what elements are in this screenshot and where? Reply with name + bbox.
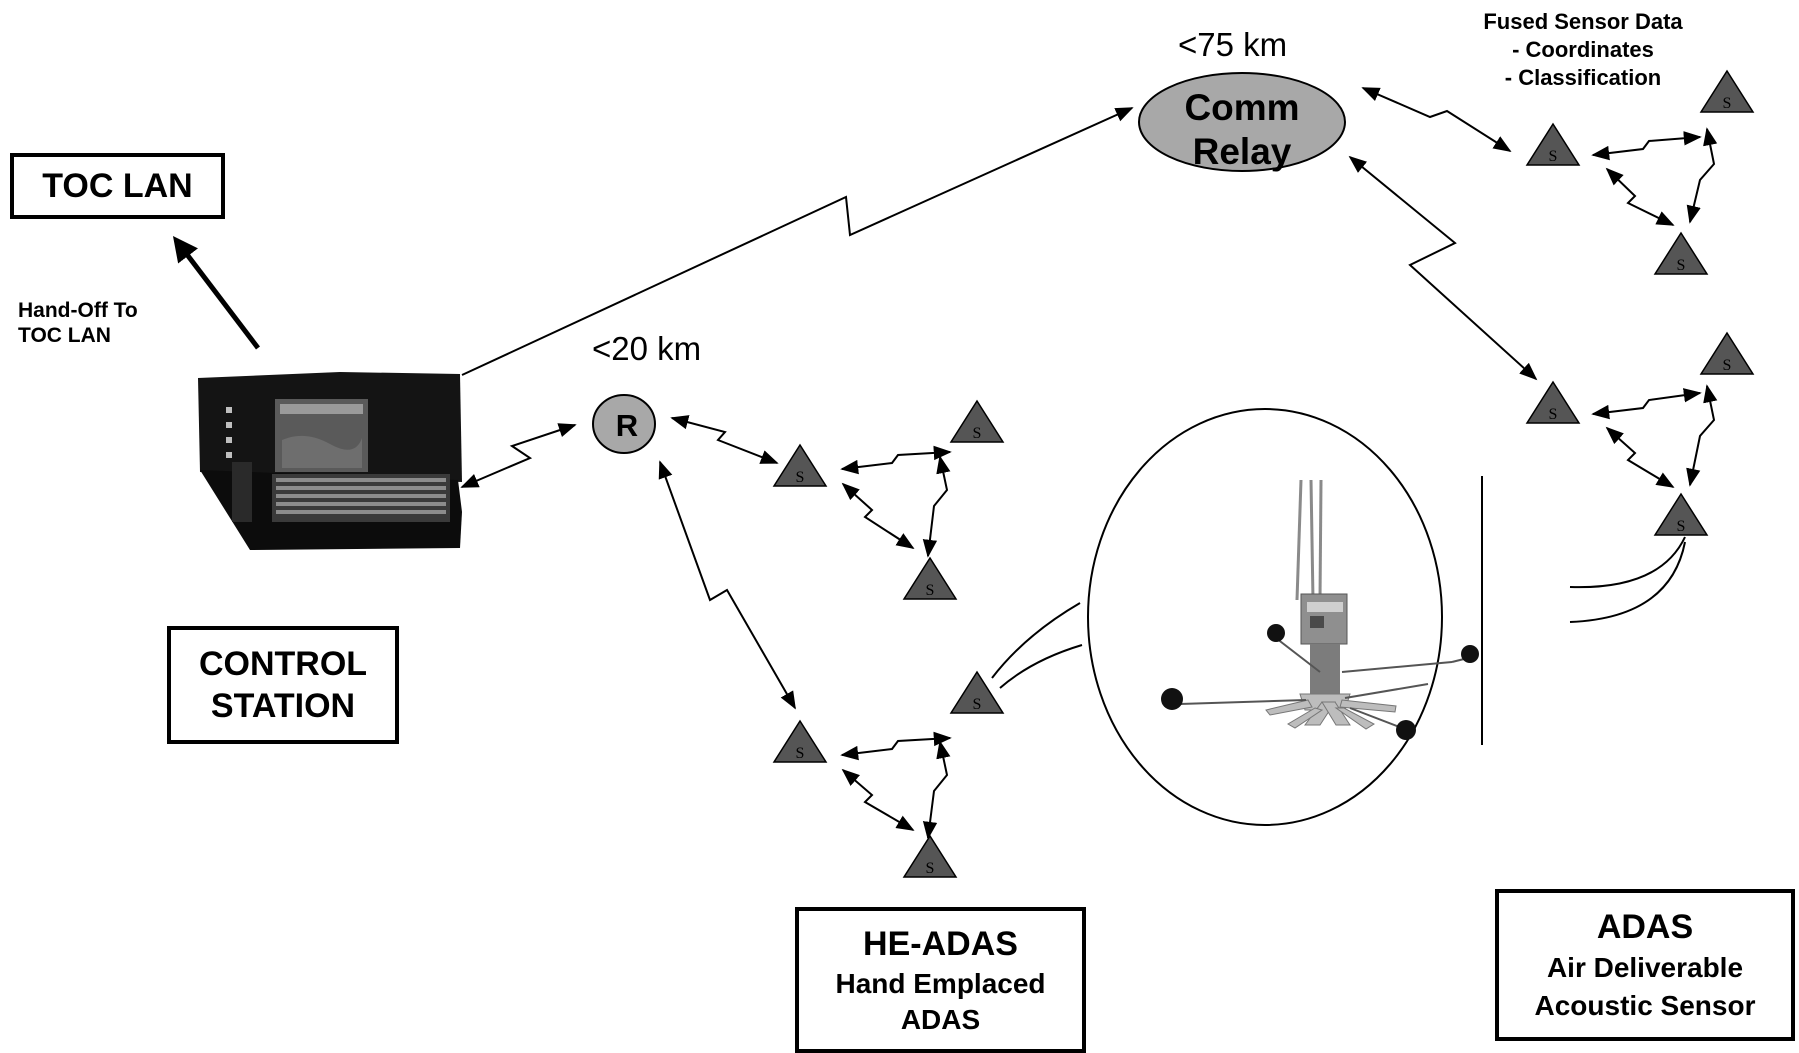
sensor-he-upper-a: S — [772, 443, 828, 487]
handoff-label: Hand-Off To TOC LAN — [18, 298, 138, 348]
he-adas-subtitle: Hand Emplaced — [835, 968, 1046, 999]
callout-tail-left — [991, 602, 1083, 689]
handoff-label-line: TOC LAN — [18, 324, 111, 347]
toc-lan-title: TOC LAN — [42, 166, 193, 205]
repeater-he-link-lower — [658, 460, 796, 710]
sensor-adas-upper-c: S — [1653, 231, 1709, 275]
fused-data-title: Fused Sensor Data — [1483, 9, 1683, 34]
sensor-adas-lower-a: S — [1525, 380, 1581, 424]
repeater-he-link-upper — [670, 415, 779, 464]
laptop-icon — [198, 372, 462, 550]
comm-relay-label-1: Comm — [1184, 87, 1299, 128]
fused-data-item: - Classification — [1504, 65, 1662, 90]
sensor-glyph: S — [973, 696, 982, 713]
relay-adas-link-lower — [1348, 155, 1538, 381]
repeater-node — [592, 394, 656, 454]
control-station-line: STATION — [210, 687, 356, 725]
relay-range-label: <75 km — [1178, 26, 1288, 63]
sensor-adas-lower-b: S — [1699, 331, 1755, 375]
fused-data-item: - Coordinates — [1512, 37, 1654, 62]
repeater-link — [460, 423, 577, 488]
he-adas-box: HE-ADAS Hand Emplaced ADAS — [795, 907, 1086, 1053]
handoff-label-line: Hand-Off To — [18, 299, 138, 322]
control-station-line: CONTROL — [198, 645, 368, 683]
fused-data-label: Fused Sensor Data - Coordinates - Classi… — [1440, 8, 1726, 92]
comm-relay-node — [1138, 72, 1346, 172]
sensor-glyph: S — [796, 469, 805, 486]
sensor-glyph: S — [926, 860, 935, 877]
sensor-he-lower-a: S — [772, 719, 828, 763]
sensor-adas-upper-b: S — [1699, 69, 1755, 113]
relay-adas-link-upper — [1361, 87, 1512, 152]
repeater-range-label: <20 km — [592, 330, 702, 367]
sensor-callout-bubble — [1087, 408, 1443, 826]
sensor-he-lower-b: S — [949, 670, 1005, 714]
toc-lan-box: TOC LAN — [10, 153, 225, 219]
sensor-adas-lower-c: S — [1653, 492, 1709, 536]
sensor-he-upper-c: S — [902, 556, 958, 600]
adas-title: ADAS — [1596, 908, 1694, 946]
callout-tail-right — [1569, 536, 1686, 623]
sensor-glyph: S — [973, 425, 982, 442]
sensor-glyph: S — [1723, 95, 1732, 112]
handoff-arrow — [172, 236, 260, 350]
he-adas-title: HE-ADAS — [863, 925, 1018, 963]
repeater-label: R — [616, 408, 638, 443]
sensor-adas-upper-a: S — [1525, 122, 1581, 166]
sensor-glyph: S — [926, 582, 935, 599]
sensor-glyph: S — [1549, 148, 1558, 165]
sensor-glyph: S — [796, 745, 805, 762]
control-station-box: CONTROL STATION — [167, 626, 399, 744]
sensor-glyph: S — [1723, 357, 1732, 374]
comm-relay-label-2: Relay — [1193, 131, 1292, 172]
relay-link — [461, 107, 1134, 376]
adas-box: ADAS Air Deliverable Acoustic Sensor — [1495, 889, 1795, 1041]
adas-subtitle: Air Deliverable — [1546, 952, 1744, 983]
adas-sensor-illustration — [1161, 476, 1483, 745]
sensor-glyph: S — [1677, 518, 1686, 535]
sensor-he-upper-b: S — [949, 399, 1005, 443]
sensor-glyph: S — [1549, 406, 1558, 423]
sensor-he-lower-c: S — [902, 834, 958, 878]
adas-subtitle: Acoustic Sensor — [1534, 990, 1756, 1021]
he-adas-subtitle: ADAS — [900, 1004, 981, 1035]
sensor-glyph: S — [1677, 257, 1686, 274]
